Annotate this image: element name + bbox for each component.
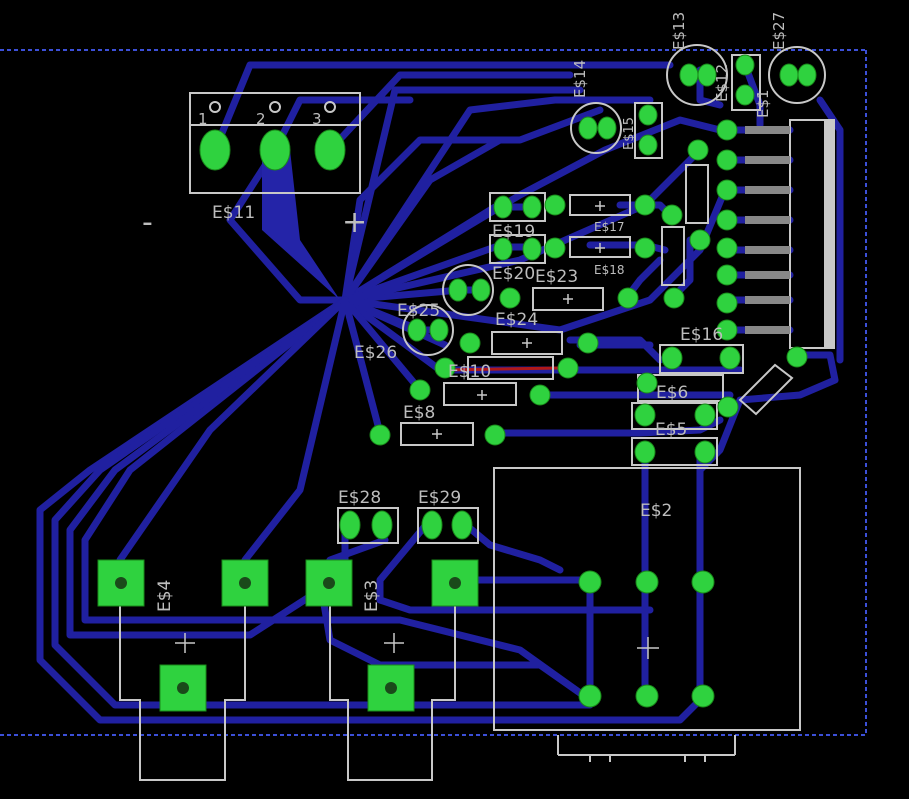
component-label-e27: E$27 (770, 12, 788, 50)
board-outline (0, 49, 867, 736)
component-label-e16: E$16 (680, 325, 723, 345)
terminal-pin-1-label: 1 (198, 110, 208, 128)
component-label-e10: E$10 (448, 362, 491, 382)
component-label-e19: E$19 (492, 222, 535, 242)
component-label-e28: E$28 (338, 488, 381, 508)
component-label-e23: E$23 (535, 267, 578, 287)
component-label-e17: E$17 (594, 220, 625, 234)
component-label-e14: E$14 (571, 60, 589, 98)
component-label-e25: E$25 (397, 301, 440, 321)
terminal-name-label: E$11 (212, 203, 255, 223)
power-trace (262, 150, 340, 300)
red-trace (444, 366, 561, 372)
component-label-e29: E$29 (418, 488, 461, 508)
terminal-pin-2-label: 2 (256, 110, 266, 128)
component-label-e8: E$8 (403, 403, 435, 423)
component-label-e15: E$15 (622, 117, 637, 150)
component-label-e18: E$18 (594, 263, 625, 277)
component-label-e4: E$4 (155, 580, 175, 612)
center-marks (175, 201, 659, 659)
component-label-e3: E$3 (362, 580, 382, 612)
component-label-e26: E$26 (354, 343, 397, 363)
component-label-e5: E$5 (655, 420, 687, 440)
pads (97, 54, 817, 712)
component-label-e24: E$24 (495, 310, 538, 330)
component-label-e20: E$20 (492, 264, 535, 284)
component-label-e6: E$6 (656, 383, 688, 403)
plus-sign-label: + (342, 205, 367, 240)
component-label-e13: E$13 (670, 12, 688, 50)
terminal-pin-3-label: 3 (312, 110, 322, 128)
labels: 1 2 3 E$11 - + E$13 E$27 E$14 E$12 E$15 … (142, 12, 788, 612)
component-label-e2: E$2 (640, 501, 672, 521)
connector-fingers (745, 126, 790, 334)
component-label-e12: E$12 (713, 64, 731, 102)
minus-sign-label: - (142, 205, 153, 240)
component-label-e1: E$1 (754, 89, 772, 118)
